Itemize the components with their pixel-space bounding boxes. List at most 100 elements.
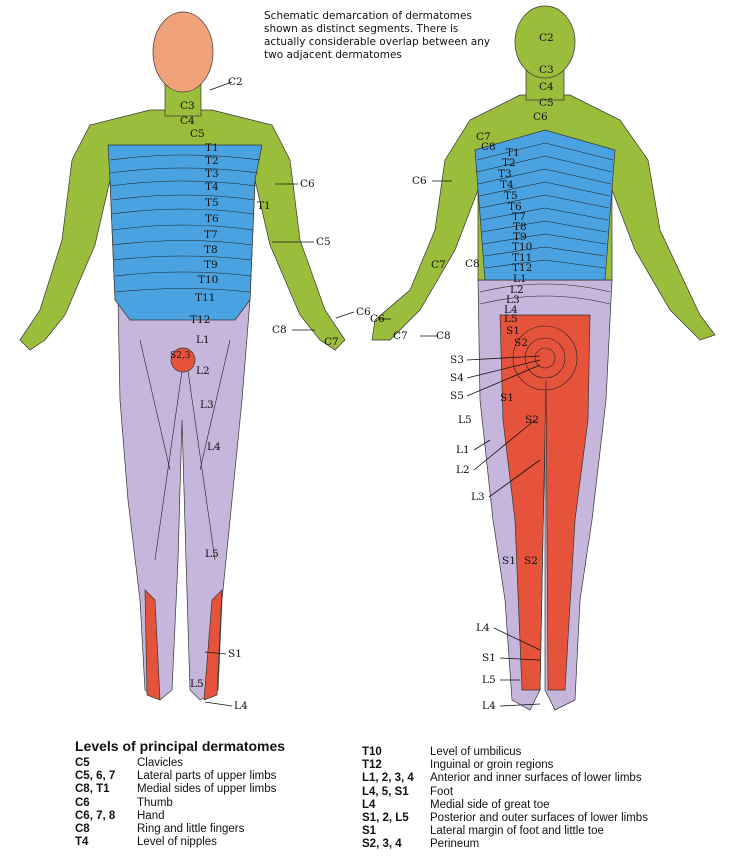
front-label: C5 [190, 128, 205, 140]
back-label: T3 [498, 168, 512, 180]
back-label: S2 [525, 414, 539, 426]
front-label: T12 [190, 314, 211, 326]
back-label: C6 [533, 111, 548, 123]
back-label: S2 [524, 555, 538, 567]
front-figure [19, 11, 346, 701]
legend-row: T4 Level of nipples [75, 836, 276, 849]
front-label: C5 [316, 236, 331, 248]
back-label: C5 [539, 97, 554, 109]
legend-region: Thumb [137, 796, 173, 809]
legend-level: C8 [75, 822, 90, 835]
back-label: C6 [370, 313, 385, 325]
back-label: C8 [436, 330, 451, 342]
back-label: C6 [412, 175, 427, 187]
back-label: T9 [513, 231, 527, 243]
back-label: L4 [476, 622, 490, 634]
back-label: T6 [508, 201, 522, 213]
back-label: C7 [476, 131, 491, 143]
back-label: L2 [456, 464, 470, 476]
legend-level: S1 [362, 825, 377, 838]
legend-region: Level of nipples [137, 836, 217, 849]
legend-row: C5, 6, 7 Lateral parts of upper limbs [75, 770, 276, 783]
back-label: S1 [482, 652, 496, 664]
back-label: L5 [482, 674, 496, 686]
legend-level: T4 [75, 836, 89, 849]
back-label: C2 [539, 32, 554, 44]
legend-row: L1, 2, 3, 4 Anterior and inner surfaces o… [362, 772, 648, 785]
front-label: T4 [205, 181, 219, 193]
back-label: S4 [450, 372, 464, 384]
front-label: C2 [228, 76, 243, 88]
back-label: T7 [512, 211, 526, 223]
body-figures [19, 5, 716, 711]
back-legs-sacral [499, 314, 591, 691]
back-label: L3 [471, 491, 485, 503]
legend-region: Perineum [430, 838, 480, 851]
front-head [152, 11, 214, 93]
front-label: L1 [196, 334, 210, 346]
legend-region: Inguinal or groin regions [430, 759, 554, 772]
back-label: L1 [513, 273, 527, 285]
back-label: T2 [502, 157, 516, 169]
legend-level: S1, 2, L5 [362, 811, 409, 824]
back-label: T11 [512, 252, 533, 264]
legend-level: C5 [75, 757, 90, 769]
back-label: T12 [512, 262, 533, 274]
legend-region: Lateral parts of upper limbs [137, 770, 277, 783]
back-label: L2 [510, 284, 524, 296]
back-torso [474, 129, 616, 281]
back-label: S2 [514, 337, 528, 349]
front-feet-lateral [144, 589, 223, 701]
front-torso [107, 144, 263, 321]
front-label: S1 [228, 648, 242, 660]
front-label: C8 [272, 324, 287, 336]
back-label: T1 [506, 147, 520, 159]
front-label: T6 [205, 213, 219, 225]
front-label: T8 [204, 244, 218, 256]
legend-region: Ring and little fingers [137, 822, 245, 835]
front-label: S2,3 [170, 351, 191, 361]
front-label: T11 [195, 292, 216, 304]
back-label: L4 [482, 700, 496, 712]
legend-region: Anterior and inner surfaces of lower lim… [430, 772, 642, 785]
back-label: C8 [481, 141, 496, 153]
back-label: L4 [504, 304, 518, 316]
legend-region: Posterior and outer surfaces of lower li… [430, 811, 648, 824]
back-label: T5 [504, 190, 518, 202]
legend-level: L4 [362, 798, 376, 811]
legend-region: Medial side of great toe [430, 798, 550, 811]
legend-row: S1, 2, L5 Posterior and outer surfaces of… [362, 812, 648, 825]
legend-region: Hand [137, 809, 165, 822]
legend-region: Level of umbilicus [430, 746, 522, 758]
legend-level: L1, 2, 3, 4 [362, 772, 414, 785]
back-label: L5 [504, 313, 518, 325]
back-label: L3 [506, 294, 520, 306]
legend-region: Medial sides of upper limbs [137, 783, 277, 796]
back-label: S5 [450, 390, 464, 402]
back-label: S1 [506, 325, 520, 337]
back-label: T4 [500, 179, 514, 191]
back-figure [371, 5, 716, 711]
legend-row: C8, T1 Medial sides of upper limbs [75, 783, 276, 796]
front-label: T5 [205, 197, 219, 209]
front-label: T2 [205, 155, 219, 167]
front-label: L4 [207, 441, 221, 453]
back-label: C3 [539, 64, 554, 76]
legend-level: T12 [362, 759, 382, 772]
legend-level: C5, 6, 7 [75, 770, 116, 783]
legend-row: L4 Medial side of great toe [362, 799, 648, 812]
front-label: L3 [200, 399, 214, 411]
back-head [514, 5, 576, 79]
front-label: T1 [257, 200, 271, 212]
legend-level: C8, T1 [75, 783, 110, 796]
legend-row: C8 Ring and little fingers [75, 823, 276, 836]
legend-row: T12 Inguinal or groin regions [362, 759, 648, 772]
front-label: T1 [205, 142, 219, 154]
